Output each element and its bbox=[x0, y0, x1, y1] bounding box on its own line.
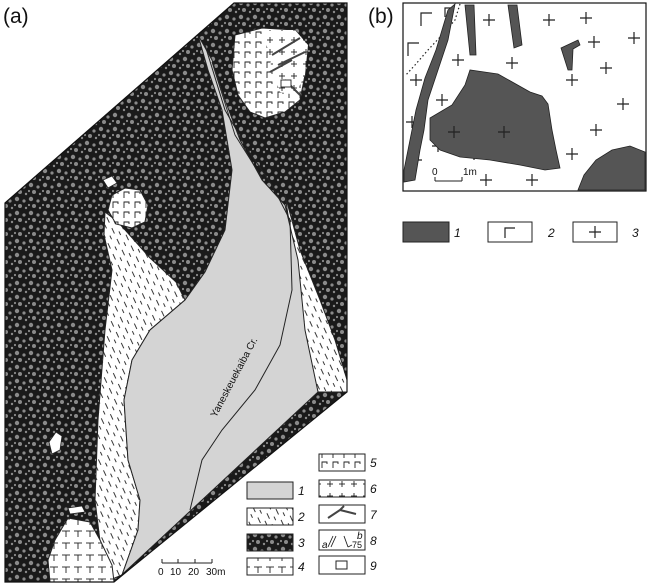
legend-a-swatch-4 bbox=[246, 557, 294, 576]
legend-a-sub-a: a bbox=[322, 540, 328, 551]
gabbro-gamma-symbols bbox=[407, 7, 452, 56]
panel-b-map: 0 1m bbox=[402, 2, 647, 192]
legend-a-vein-symbol bbox=[327, 505, 357, 519]
scale-b-tick-1m: 1m bbox=[463, 167, 477, 178]
legend-b-num-3: 3 bbox=[632, 226, 639, 240]
unit9-small-lens bbox=[48, 431, 63, 455]
dark-vein-thin bbox=[464, 4, 477, 56]
scale-bar-a: 0 10 20 30m bbox=[158, 559, 225, 578]
alluvium-valley bbox=[113, 34, 319, 582]
creek-line bbox=[189, 44, 293, 511]
legend-a-num-8: 8 bbox=[370, 534, 377, 548]
dark-vein-top-right bbox=[507, 4, 523, 49]
legend-b: 1 2 3 bbox=[402, 221, 639, 243]
unit5-left-body bbox=[107, 187, 149, 229]
legend-a-swatch-3 bbox=[246, 533, 294, 552]
legend-a-square-symbol bbox=[335, 560, 348, 570]
dark-vein-main bbox=[403, 2, 456, 183]
legend-b-num-1: 1 bbox=[454, 226, 461, 240]
legend-b-swatch-1 bbox=[402, 221, 450, 243]
dark-body-large bbox=[429, 69, 561, 171]
inner-bank-line bbox=[211, 61, 263, 179]
legend-a-num-7: 7 bbox=[370, 508, 378, 522]
panel-b-label: (b) bbox=[368, 5, 394, 28]
dark-vein-small bbox=[560, 39, 581, 71]
legend-a-num-5: 5 bbox=[370, 456, 377, 470]
legend-b-num-2: 2 bbox=[547, 226, 555, 240]
unit7-veins bbox=[269, 37, 306, 96]
unit4-small-lens bbox=[67, 505, 86, 515]
dark-body-bottom-right bbox=[577, 145, 646, 191]
unit9-sample-site bbox=[280, 79, 292, 88]
legend-a-swatch-5 bbox=[318, 453, 366, 472]
legend-a-swatch-2 bbox=[246, 507, 294, 526]
scale-a-tick-10: 10 bbox=[170, 567, 182, 578]
legend-a: 1 2 3 4 5 6 7 a b 75 8 9 bbox=[246, 453, 378, 576]
legend-a-dip-symbol bbox=[327, 535, 353, 548]
legend-a-swatch-6 bbox=[318, 479, 366, 498]
legend-a-swatch-8 bbox=[318, 529, 366, 551]
legend-a-num-3: 3 bbox=[298, 536, 305, 550]
legend-a-num-4: 4 bbox=[298, 560, 305, 574]
unit5-left-lens bbox=[102, 175, 118, 189]
panel-a-frame bbox=[4, 2, 348, 583]
legend-a-swatch-7 bbox=[318, 504, 366, 524]
dark-bodies bbox=[403, 2, 646, 191]
legend-a-num-6: 6 bbox=[370, 482, 377, 496]
legend-a-dip-value: 75 bbox=[352, 540, 362, 550]
legend-b-swatch-2 bbox=[487, 221, 533, 243]
legend-b-plus-symbol bbox=[589, 226, 601, 238]
legend-a-num-2: 2 bbox=[297, 510, 305, 524]
scale-a-tick-0: 0 bbox=[158, 567, 164, 578]
scale-a-tick-20: 20 bbox=[188, 567, 200, 578]
legend-b-gamma-symbol bbox=[504, 227, 515, 238]
scale-bar-b: 0 1m bbox=[432, 167, 477, 182]
unit4-bottom-body bbox=[47, 517, 115, 582]
plus-inside-dark bbox=[448, 126, 510, 138]
scale-b-tick-0: 0 bbox=[432, 167, 438, 178]
panel-a-label: (a) bbox=[3, 5, 29, 28]
legend-a-num-1: 1 bbox=[298, 484, 305, 498]
legend-a-num-9: 9 bbox=[370, 559, 377, 573]
panel-a-map bbox=[5, 3, 347, 582]
legend-a-sub-b: b bbox=[357, 531, 363, 542]
legend-a-swatch-1 bbox=[246, 481, 294, 500]
scale-a-tick-30m: 30m bbox=[206, 567, 225, 578]
